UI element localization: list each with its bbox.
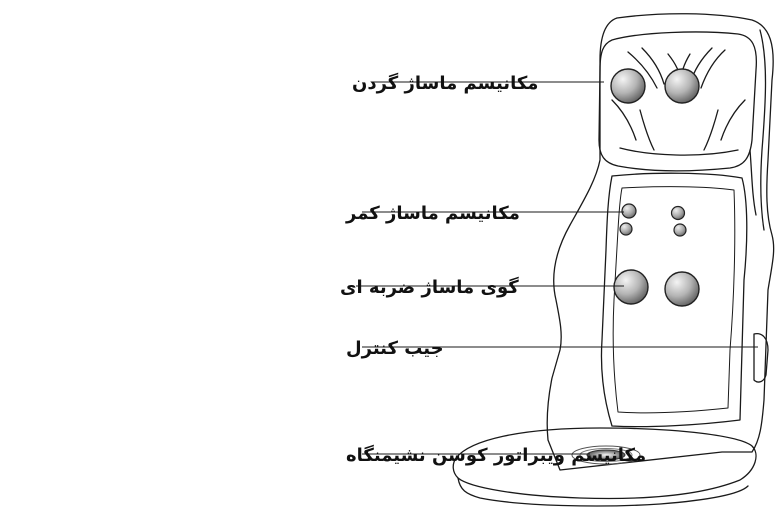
waist-massage-nodes: [620, 204, 686, 236]
seat-side-edge: [760, 30, 766, 230]
label-seat-vibrator: مکانیسم ویبراتور کوسن نشیمنگاه: [346, 444, 646, 466]
percussion-balls: [614, 270, 699, 306]
label-control-pocket: جیب کنترل: [346, 338, 444, 359]
label-percussion: گوی ماساژ ضربه ای: [340, 276, 519, 298]
label-waist: مکانیسم ماساژ کمر: [345, 203, 520, 224]
label-neck: مکانیسم ماساژ گردن: [352, 72, 538, 94]
neck-massage-balls: [611, 69, 699, 103]
